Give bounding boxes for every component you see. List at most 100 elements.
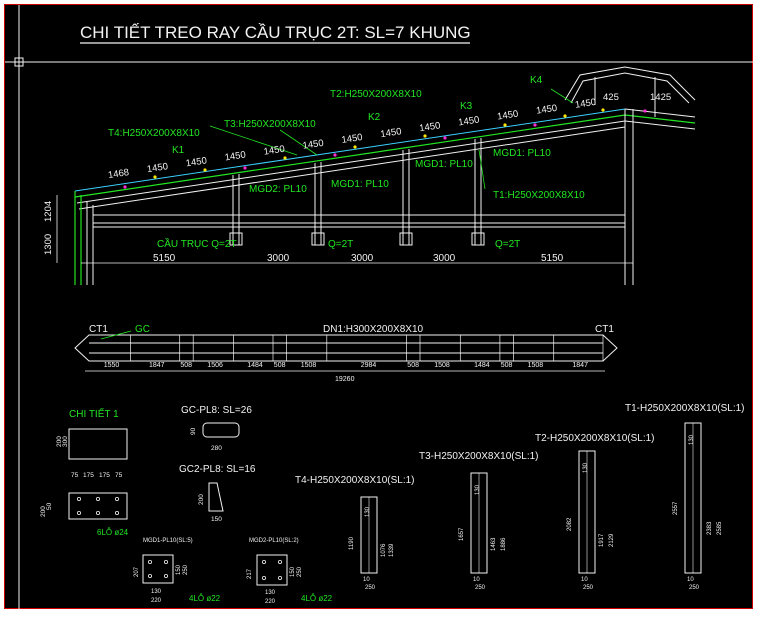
dim-bottom-3: 3000 bbox=[351, 253, 374, 264]
label-t1: T1:H250X200X8X10 bbox=[493, 190, 585, 201]
label-crane: CẦU TRỤC Q=2T bbox=[157, 237, 237, 250]
dim-top-1: 425 bbox=[603, 92, 619, 103]
mgd1-b: 130 bbox=[151, 589, 162, 595]
mgd1-holes: 4LỖ ø22 bbox=[189, 594, 221, 603]
detail-mgd1: MGD1-PL10(SL:5) 207 130 220 150 250 4LỖ … bbox=[134, 538, 221, 604]
t1-small: 10 bbox=[687, 577, 694, 583]
label-k2: K2 bbox=[368, 112, 381, 123]
ct1-dim-b1: 75 bbox=[71, 472, 79, 479]
ucs-cursor bbox=[5, 5, 754, 610]
drawing-title: CHI TIẾT TREO RAY CẦU TRỤC 2T: SL=7 KHUN… bbox=[80, 23, 471, 42]
label-t3: T3:H250X200X8X10 bbox=[224, 119, 316, 130]
dim-slope-13: 1450 bbox=[574, 97, 597, 111]
dim-slope-9: 1450 bbox=[419, 120, 442, 134]
ct1-side-a: 200 bbox=[40, 506, 47, 517]
gc-pl8-title: GC-PL8: SL=26 bbox=[181, 405, 252, 416]
drawing-canvas[interactable]: CHI TIẾT TREO RAY CẦU TRỤC 2T: SL=7 KHUN… bbox=[4, 4, 754, 610]
chi-tiet-1-title: CHI TIẾT 1 bbox=[69, 407, 119, 420]
ct1-dim-h1: 200 bbox=[56, 436, 63, 447]
t4-c: 1339 bbox=[389, 543, 395, 557]
detail-t2: T2-H250X200X8X10(SL:1) 2082 130 1917 212… bbox=[535, 433, 655, 591]
t2-a: 130 bbox=[583, 462, 589, 473]
t1-a: 130 bbox=[689, 434, 695, 445]
beam-segment-dim: 1508 bbox=[528, 362, 544, 369]
mgd1-d: 150 bbox=[176, 564, 182, 575]
beam-segment-dim: 2984 bbox=[361, 362, 377, 369]
dim-slope-3: 1450 bbox=[185, 155, 208, 169]
t2-c: 2129 bbox=[609, 533, 615, 547]
dim-slope-4: 1450 bbox=[224, 149, 247, 163]
beam-segment-dim: 508 bbox=[274, 362, 286, 369]
mgd1-title: MGD1-PL10(SL:5) bbox=[143, 538, 193, 544]
mgd1-e: 250 bbox=[183, 564, 189, 575]
t2-b: 1917 bbox=[599, 533, 605, 547]
beam-segment-dim: 508 bbox=[501, 362, 513, 369]
label-k4: K4 bbox=[530, 75, 543, 86]
mgd1-c: 220 bbox=[151, 598, 162, 604]
mgd2-d: 150 bbox=[290, 566, 296, 577]
frame-elevation bbox=[56, 66, 696, 285]
beam-dn1 bbox=[74, 330, 618, 372]
ct1-dim-b3: 175 bbox=[99, 472, 110, 479]
beam-segment-dim: 1847 bbox=[572, 362, 588, 369]
beam-ct-left: CT1 bbox=[89, 324, 108, 335]
t2-small: 10 bbox=[581, 577, 588, 583]
mgd2-c: 220 bbox=[265, 599, 276, 605]
label-t4: T4:H250X200X8X10 bbox=[108, 128, 200, 139]
t3-a: 130 bbox=[475, 484, 481, 495]
detail-t1: T1-H250X200X8X10(SL:1) 2557 130 2383 258… bbox=[625, 403, 745, 591]
dim-bottom-5: 5150 bbox=[541, 253, 564, 264]
beam-segment-dim: 1508 bbox=[301, 362, 317, 369]
t4-bw: 250 bbox=[365, 585, 376, 591]
gc2-h: 200 bbox=[198, 494, 205, 505]
t3-b: 1463 bbox=[491, 537, 497, 551]
drawing-svg: CHI TIẾT TREO RAY CẦU TRỤC 2T: SL=7 KHUN… bbox=[5, 5, 754, 610]
dim-bottom-2: 3000 bbox=[267, 253, 290, 264]
detail-mgd2: MGD2-PL10(SL:2) 217 130 220 150 250 4LỖ … bbox=[247, 538, 333, 605]
t1-b: 2383 bbox=[707, 521, 713, 535]
dim-slope-1: 1468 bbox=[107, 167, 130, 181]
beam-segment-dim: 1506 bbox=[207, 362, 223, 369]
detail-gc-pl8: GC-PL8: SL=26 280 90 bbox=[181, 405, 252, 452]
beam-labels: DN1:H300X200X8X10 CT1 CT1 GC 19260 bbox=[89, 324, 614, 383]
t3-h: 1657 bbox=[459, 527, 465, 541]
label-q1: Q=2T bbox=[328, 239, 353, 250]
detail-t4: T4-H250X200X8X10(SL:1) 1190 130 1076 133… bbox=[295, 475, 415, 591]
t4-h: 1190 bbox=[349, 536, 355, 550]
ct1-holes: 6LỖ ø24 bbox=[97, 528, 129, 537]
t2-bw: 250 bbox=[583, 585, 594, 591]
mgd2-b: 130 bbox=[265, 590, 276, 596]
label-t2: T2:H250X200X8X10 bbox=[330, 89, 422, 100]
t4-small: 10 bbox=[363, 577, 370, 583]
t1-title: T1-H250X200X8X10(SL:1) bbox=[625, 403, 745, 414]
beam-ct-right: CT1 bbox=[595, 324, 614, 335]
beam-gc: GC bbox=[135, 324, 150, 335]
t4-title: T4-H250X200X8X10(SL:1) bbox=[295, 475, 415, 486]
mgd2-h: 217 bbox=[247, 568, 253, 579]
t2-title: T2-H250X200X8X10(SL:1) bbox=[535, 433, 655, 444]
label-mgd2: MGD2: PL10 bbox=[249, 184, 307, 195]
mgd2-e: 250 bbox=[297, 566, 303, 577]
t4-a: 130 bbox=[365, 506, 371, 517]
dim-slope-8: 1450 bbox=[380, 126, 403, 140]
label-mgd1-c: MGD1: PL10 bbox=[493, 148, 551, 159]
t4-b: 1076 bbox=[381, 543, 387, 557]
beam-segment-dim: 1508 bbox=[434, 362, 450, 369]
elevation-labels: T2:H250X200X8X10 T3:H250X200X8X10 T4:H25… bbox=[108, 75, 585, 250]
top-dimensions: 425 1425 bbox=[603, 92, 671, 103]
dim-slope-11: 1450 bbox=[497, 109, 520, 123]
t2-h: 2082 bbox=[567, 517, 573, 531]
dim-slope-12: 1450 bbox=[535, 103, 558, 117]
mgd2-holes: 4LỖ ø22 bbox=[301, 594, 333, 603]
gc-pl8-w: 280 bbox=[211, 445, 222, 452]
gc-pl8-h: 90 bbox=[190, 427, 197, 435]
dim-top-2: 1425 bbox=[650, 92, 671, 103]
dim-bottom-1: 5150 bbox=[153, 253, 176, 264]
left-dimensions: 1204 1300 bbox=[43, 201, 54, 255]
label-mgd1-b: MGD1: PL10 bbox=[415, 159, 473, 170]
gc2-w: 150 bbox=[211, 516, 222, 523]
beam-segment-dim: 508 bbox=[407, 362, 419, 369]
